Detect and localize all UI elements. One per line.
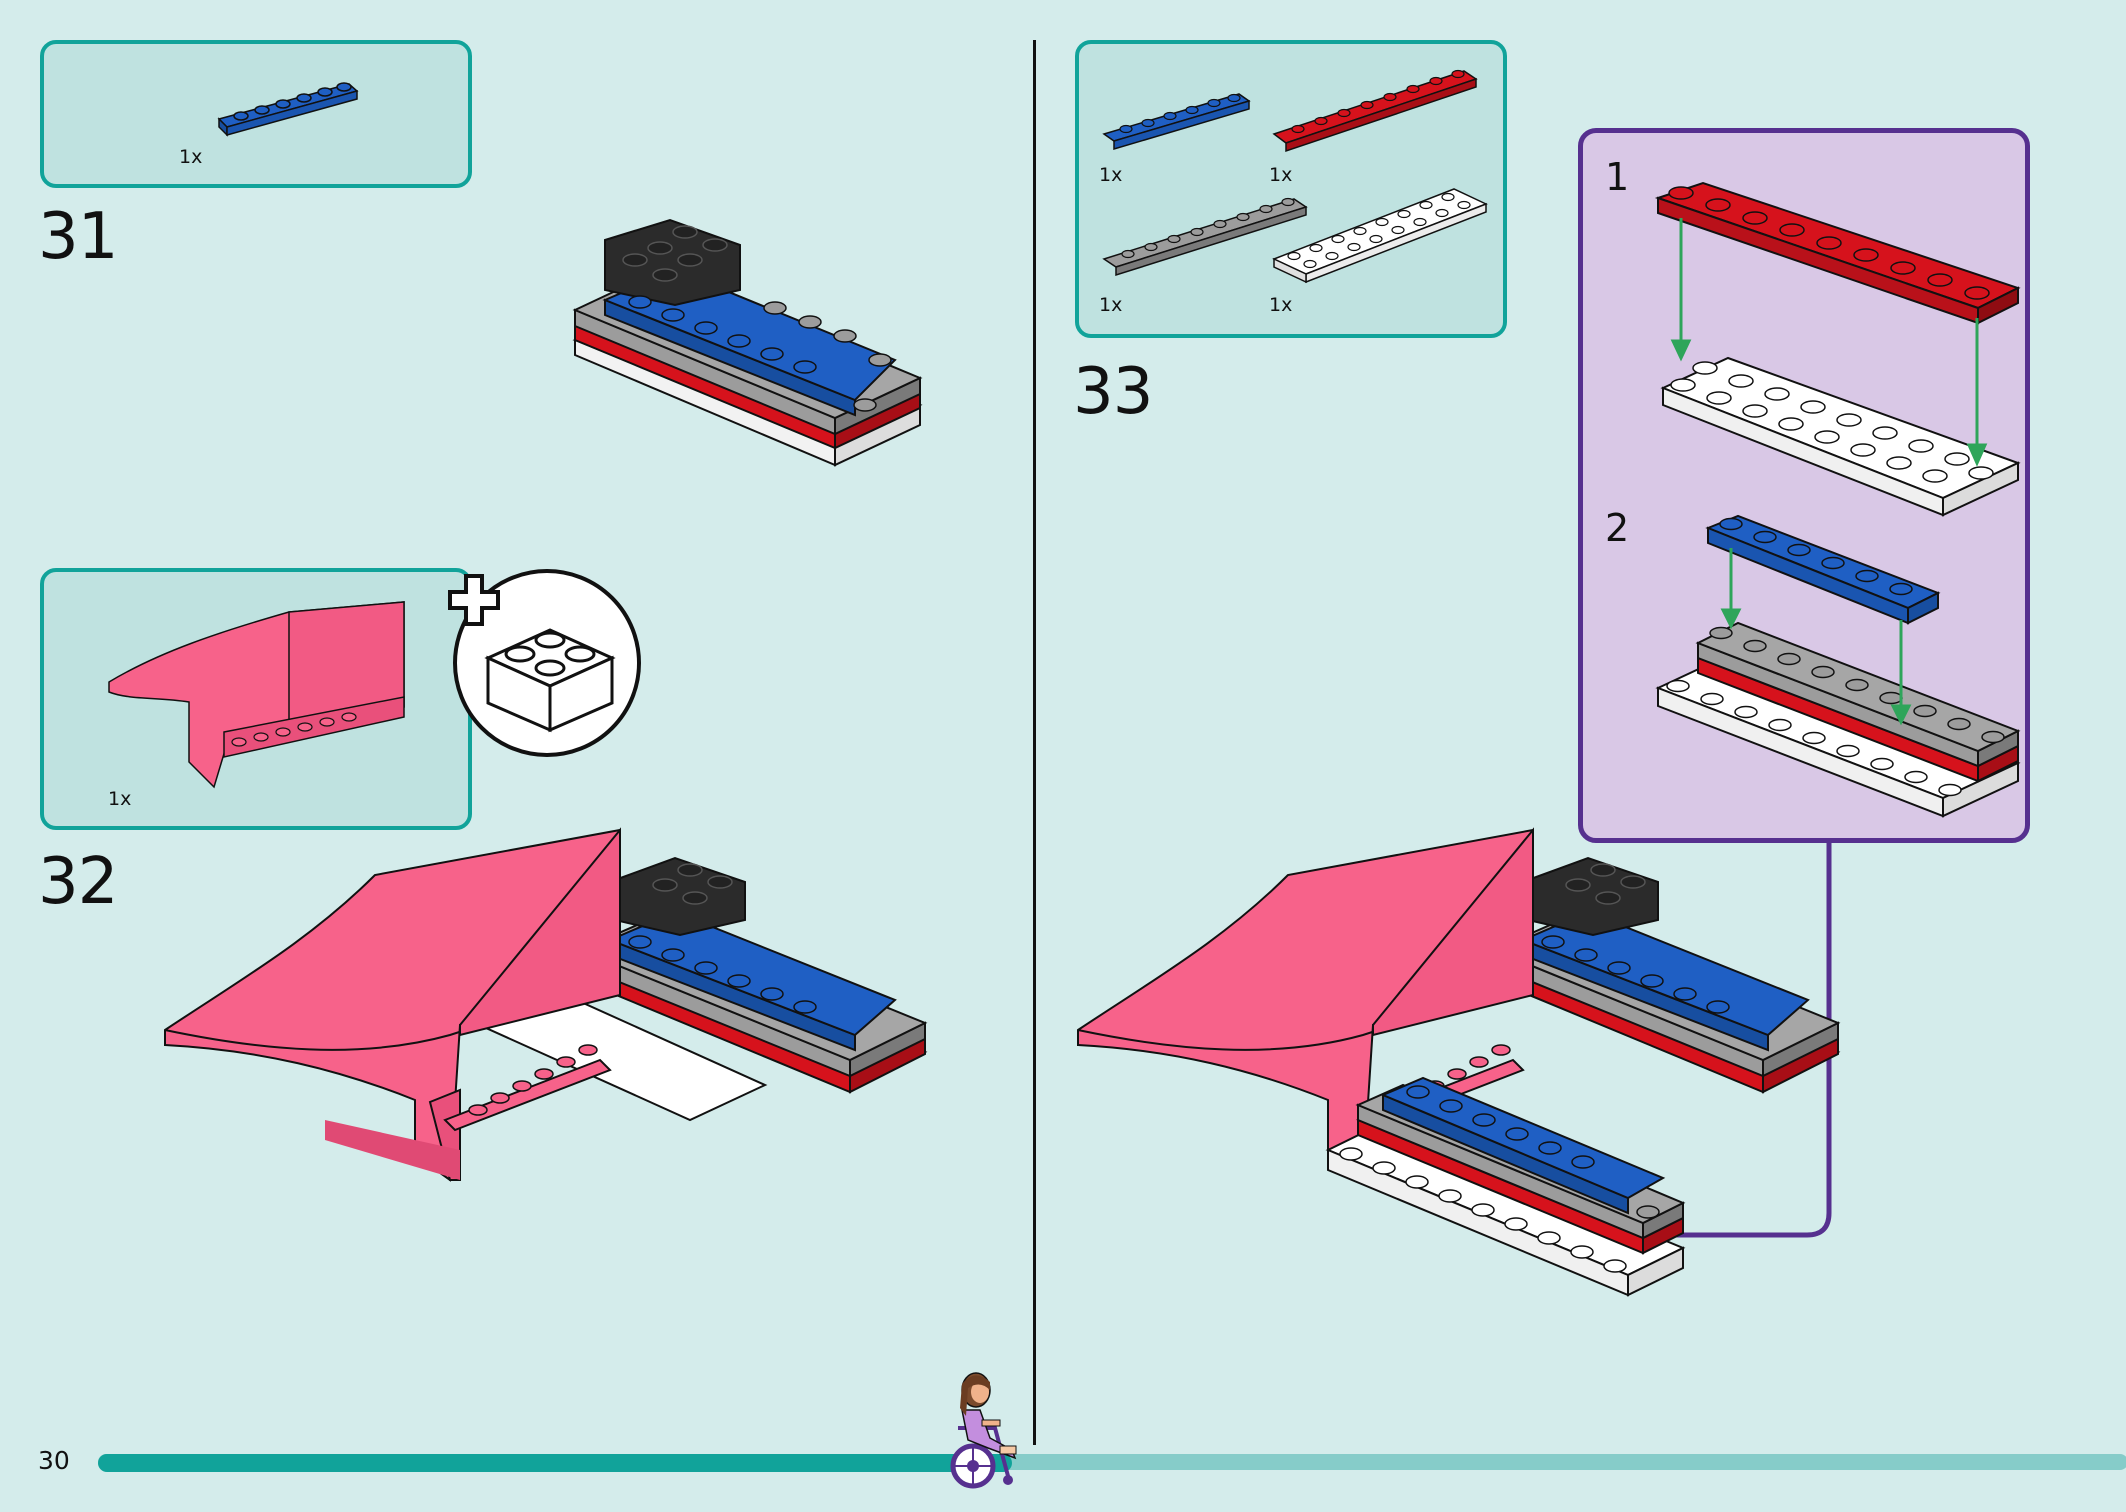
blue-plate-part-icon bbox=[1102, 93, 1251, 151]
page-number: 30 bbox=[38, 1446, 70, 1475]
pink-ramp-part-icon bbox=[108, 601, 405, 789]
red-plate-part-icon bbox=[1272, 69, 1478, 153]
gray-plate-part-icon bbox=[1102, 197, 1308, 277]
progress-fill bbox=[98, 1454, 1012, 1472]
progress-bar bbox=[98, 1454, 2126, 1472]
assembly-step-32 bbox=[164, 827, 928, 1182]
subassembly-box: 1 2 bbox=[1578, 128, 2030, 843]
parts-box-step-31: 1x bbox=[40, 40, 472, 188]
step-number-32: 32 bbox=[38, 845, 118, 919]
parts-box-step-33: 1x 1x 1x 1x bbox=[1075, 40, 1507, 338]
step-number-33: 33 bbox=[1073, 355, 1153, 429]
assembly-step-33 bbox=[1077, 827, 1841, 1297]
page-divider bbox=[1033, 40, 1036, 1445]
part-qty: 1x bbox=[1099, 294, 1123, 316]
substep-number-2: 2 bbox=[1605, 506, 1630, 550]
part-qty: 1x bbox=[1099, 164, 1123, 186]
part-qty: 1x bbox=[1269, 164, 1293, 186]
part-qty: 1x bbox=[1269, 294, 1293, 316]
assembly-step-31 bbox=[572, 218, 923, 467]
plus-brick-icon bbox=[448, 569, 641, 757]
minifigure-wheelchair-icon bbox=[950, 1372, 1017, 1489]
parts-box-step-32: 1x bbox=[40, 568, 472, 830]
substep-number-1: 1 bbox=[1605, 155, 1630, 199]
step-number-31: 31 bbox=[38, 200, 118, 274]
white-plate-part-icon bbox=[1272, 188, 1488, 284]
blue-plate-part-icon bbox=[217, 82, 359, 137]
part-qty: 1x bbox=[179, 146, 203, 168]
substep-2-diagram bbox=[1655, 514, 2021, 818]
substep-1-diagram bbox=[1654, 181, 2021, 517]
part-qty: 1x bbox=[108, 788, 132, 810]
